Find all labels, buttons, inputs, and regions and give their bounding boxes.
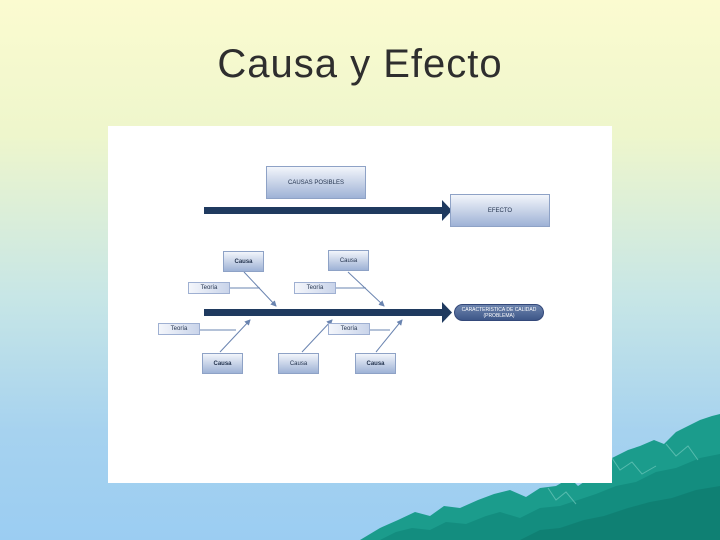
efecto-box: EFECTO xyxy=(450,194,550,227)
causa-box: Causa xyxy=(223,251,264,272)
teoria-tab: Teoría xyxy=(188,282,230,294)
problema-box: CARACTERISTICA DE CALIDAD (PROBLEMA) xyxy=(454,304,544,321)
bone-lower-right xyxy=(376,320,402,352)
teoria-tab: Teoría xyxy=(294,282,336,294)
causa-box: Causa xyxy=(328,250,369,271)
causa-box: Causa xyxy=(202,353,243,374)
top-main-arrow xyxy=(204,200,452,221)
bone-upper-right xyxy=(348,272,384,306)
teoria-tab: Teoría xyxy=(158,323,200,335)
causas-posibles-box: CAUSAS POSIBLES xyxy=(266,166,366,199)
bone-upper-left xyxy=(244,272,276,306)
diagram-panel: CAUSAS POSIBLES EFECTO CARACTERISTICA DE… xyxy=(108,126,612,483)
spine-arrow xyxy=(204,302,452,323)
bone-lower-left xyxy=(220,320,250,352)
causa-box: Causa xyxy=(355,353,396,374)
problema-line2: (PROBLEMA) xyxy=(483,313,514,319)
slide-title: Causa y Efecto xyxy=(0,42,720,87)
causa-box: Causa xyxy=(278,353,319,374)
teoria-tab: Teoría xyxy=(328,323,370,335)
